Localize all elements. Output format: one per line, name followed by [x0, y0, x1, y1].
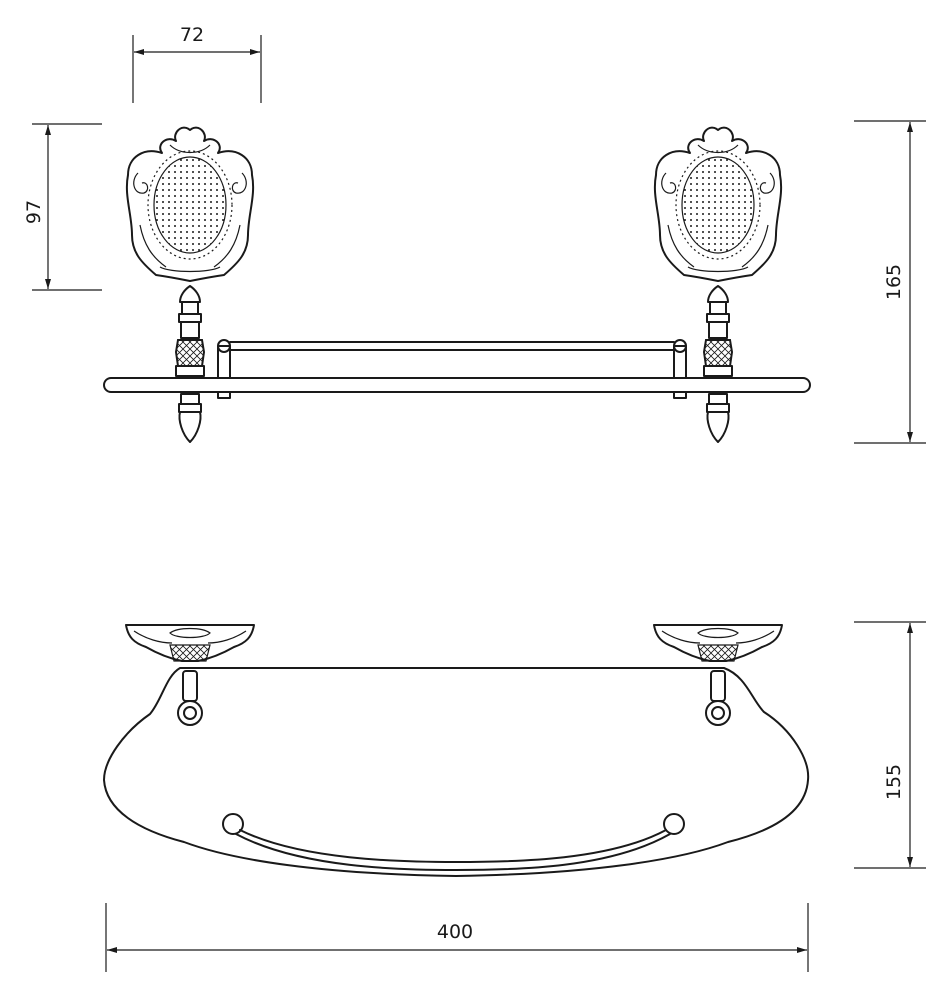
dim-bracket-width: 72	[132, 24, 262, 103]
left-wall-plate	[125, 126, 255, 283]
shelf-outline	[103, 667, 810, 877]
glass-shelf	[103, 377, 811, 393]
left-post	[175, 285, 205, 443]
gallery-rail	[217, 339, 687, 399]
right-post	[703, 285, 733, 443]
front-view	[103, 126, 811, 443]
dim-front-height: 165	[854, 120, 926, 444]
left-top-bracket	[125, 624, 255, 726]
dim-bracket-height: 97	[23, 123, 102, 291]
top-view	[103, 624, 810, 877]
dim-overall-width: 400	[105, 903, 809, 972]
top-gallery-rail	[222, 813, 685, 871]
dim-label-bracket-height: 97	[23, 200, 45, 224]
dim-top-depth: 155	[854, 621, 926, 869]
dim-label-bracket-width: 72	[180, 24, 204, 46]
dim-label-overall-width: 400	[437, 921, 473, 943]
dim-label-top-depth: 155	[883, 764, 905, 800]
right-wall-plate	[653, 126, 783, 283]
dim-label-front-height: 165	[883, 264, 905, 300]
